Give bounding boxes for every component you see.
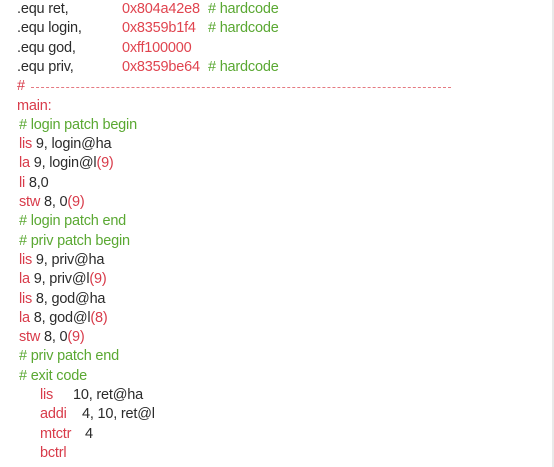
code-token-label: li [19,174,29,191]
code-token-plain: , login@l [41,155,97,172]
code-token-comment: # exit code [19,367,87,384]
code-token-reg: (9) [96,155,114,172]
code-token-plain: .equ login, [17,20,82,37]
code-line: lis 8, god@ha [0,290,554,309]
frame-edge [552,0,554,467]
code-line: stw 8, 0(9) [0,193,554,212]
code-line: bctrl [0,444,554,463]
code-line: # exit code [0,367,554,386]
code-token-comment: # login patch begin [19,116,137,133]
code-token-hex: 0x8359b1f4 [122,20,196,37]
code-token-label: lis [19,290,36,307]
code-token-plain: 8, 0 [43,194,68,210]
code-token-plain: 4 [85,425,93,442]
code-token-label: lis [40,387,54,403]
code-token-reg: (8) [90,309,108,326]
code-token-plain: , login@ha [43,136,112,153]
code-line: addi 4, 10, ret@l [0,405,554,424]
code-token-label: lis [19,136,36,153]
code-token-plain: , ret@ha [88,387,143,403]
code-token-label: lis [19,251,36,268]
code-line: .equ login, 0x8359b1f4 # hardcode [0,19,554,38]
code-token-hex: 0x804a42e8 [122,1,200,17]
code-line: .equ ret, 0x804a42e8 # hardcode [0,0,554,19]
code-line: # [0,77,554,96]
code-token-comment: # hardcode [208,1,279,17]
code-line: stw 8, 0(9) [0,328,554,347]
code-token-comment: # priv patch end [19,348,119,365]
code-token-plain: , priv@l [41,271,90,288]
code-token-reg: (9) [67,194,85,210]
code-token-plain: .equ priv, [17,58,74,75]
code-token-reg: (9) [89,271,107,288]
code-line: # priv patch begin [0,232,554,251]
code-token-plain: 8 [35,290,44,307]
code-token-reg: (9) [67,329,85,346]
code-token-plain: , god@l [41,309,91,326]
code-token-label: stw [19,329,44,346]
code-token-plain: 10 [73,387,89,403]
code-token-label: stw [19,194,44,210]
code-token-comment: # login patch end [19,213,127,230]
code-token-label: bctrl [40,444,67,461]
code-line: la 8, god@l(8) [0,309,554,328]
code-token-label: la [19,155,34,172]
code-token-hex: 0xff100000 [122,39,192,56]
code-line: la 9, login@l(9) [0,154,554,173]
code-token-label: # [17,78,29,95]
code-token-plain: .equ ret, [17,1,69,17]
code-line: .equ priv, 0x8359be64 # hardcode [0,58,554,77]
code-line: la 9, priv@l(9) [0,270,554,289]
code-line: # priv patch end [0,347,554,366]
code-token-comment: # priv patch begin [19,232,130,249]
code-line: .equ god, 0xff100000 [0,39,554,58]
code-line: # login patch begin [0,116,554,135]
code-token-comment: # hardcode [208,58,279,75]
code-line: mtctr 4 [0,425,554,444]
code-token-label: mtctr [40,425,72,442]
code-token-plain: 9 [35,251,44,268]
code-token-comment: # hardcode [208,20,279,37]
code-token-label: main: [17,97,52,114]
code-token-label: addi [40,406,67,423]
code-token-plain: , god@ha [43,290,106,307]
code-line: lis 9, login@ha [0,135,554,154]
code-token-plain: 8, 0 [43,329,68,346]
code-line: lis 10, ret@ha [0,386,554,405]
code-token-label: la [19,309,34,326]
code-line: main: [0,97,554,116]
code-token-plain: 8 [33,309,42,326]
code-line: lis 9, priv@ha [0,251,554,270]
code-token-plain: 4, 10, ret@l [82,406,155,423]
code-line: # login patch end [0,212,554,231]
code-token-plain: 8,0 [28,174,49,191]
code-token-plain: .equ god, [17,39,76,56]
code-token-plain: , priv@ha [43,251,105,268]
code-token-plain: 9 [35,136,44,153]
code-token-hex: 0x8359be64 [122,58,200,75]
code-token-label: la [19,271,34,288]
code-token-plain: 9 [33,271,42,288]
separator-rule [31,87,451,88]
code-line: li 8,0 [0,174,554,193]
code-token-plain: 9 [33,155,42,172]
